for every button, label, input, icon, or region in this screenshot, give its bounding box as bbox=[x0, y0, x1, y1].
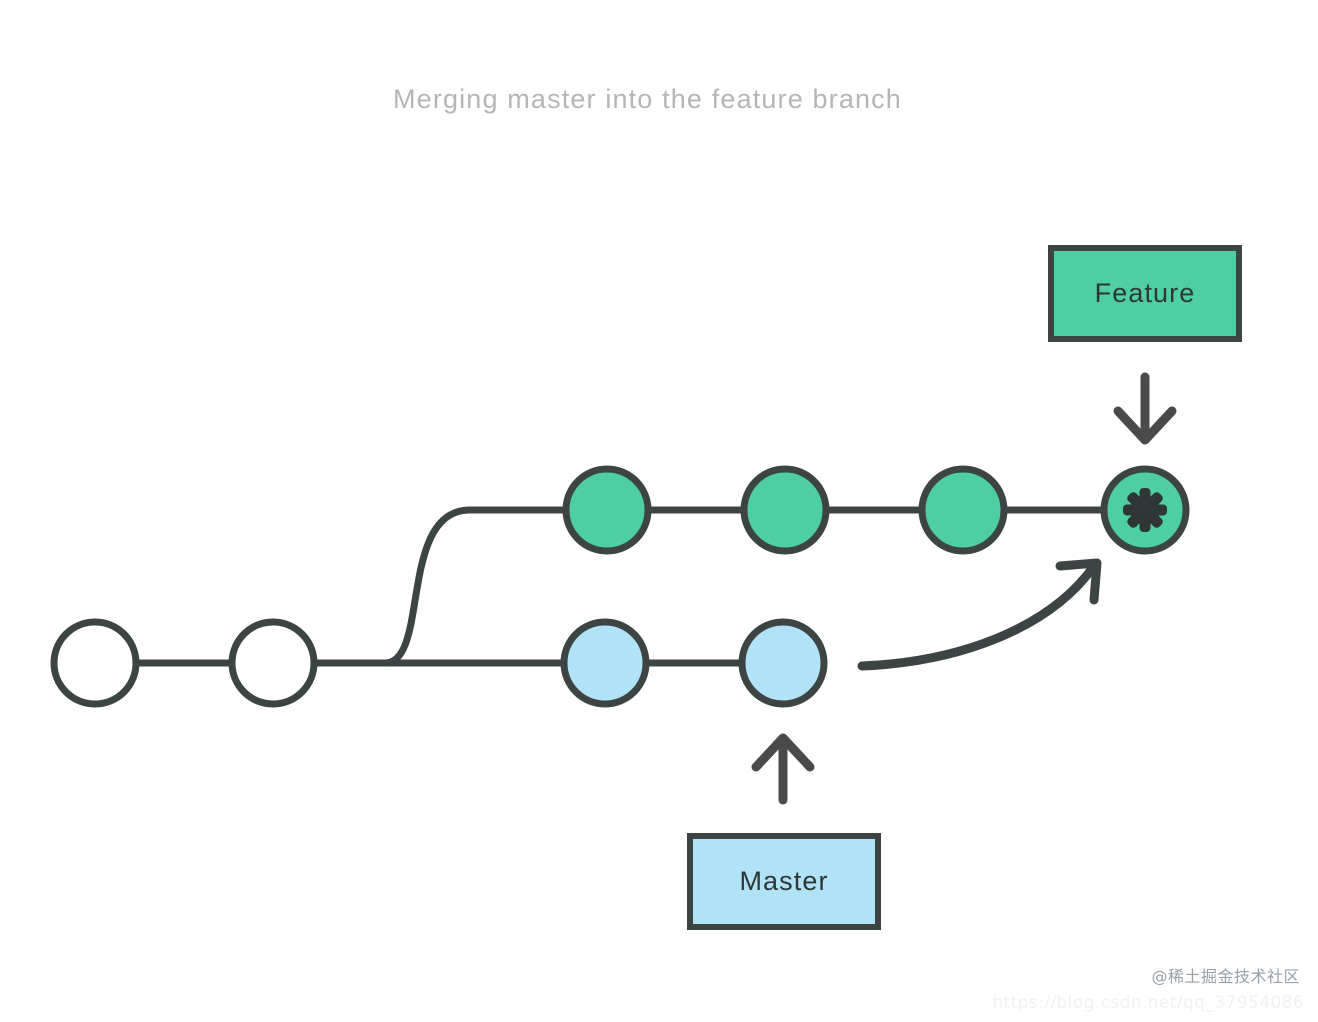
merge-curved-arrow-icon bbox=[857, 558, 1102, 671]
watermark-url: https://blog.csdn.net/qq_37954086 bbox=[992, 993, 1304, 1013]
branch-label-feature[interactable]: Feature bbox=[1048, 245, 1242, 342]
branch-off-curve bbox=[381, 506, 611, 667]
commit-node-feature-1[interactable] bbox=[562, 465, 652, 555]
commit-node-feature-3[interactable] bbox=[918, 465, 1008, 555]
branch-label-master[interactable]: Master bbox=[687, 833, 881, 930]
commit-node-base-1[interactable] bbox=[50, 618, 140, 708]
branch-label-feature-text: Feature bbox=[1094, 278, 1196, 308]
commit-node-master-1[interactable] bbox=[560, 618, 650, 708]
commit-node-master-2[interactable] bbox=[738, 618, 828, 708]
page-title: Merging master into the feature branch bbox=[393, 84, 902, 114]
master-up-arrow-icon bbox=[751, 733, 815, 805]
branch-label-master-text: Master bbox=[739, 866, 829, 896]
feature-down-arrow-icon bbox=[1113, 372, 1177, 445]
watermark-community: @稀土掘金技术社区 bbox=[1151, 967, 1300, 986]
asterisk-icon bbox=[1123, 488, 1167, 532]
commit-node-feature-2[interactable] bbox=[740, 465, 830, 555]
commit-node-base-2[interactable] bbox=[228, 618, 318, 708]
